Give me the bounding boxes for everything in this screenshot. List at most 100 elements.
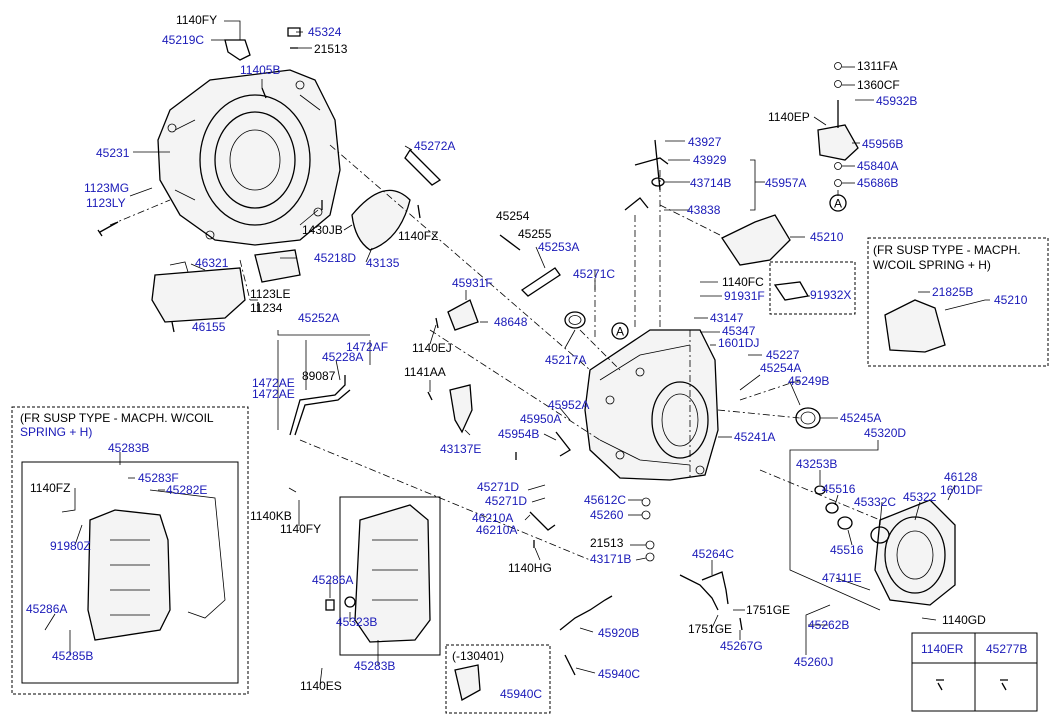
- cover-43135-drawing: [351, 189, 411, 251]
- part-label-1140fc: 1140FC: [722, 275, 764, 289]
- pipe-45252a-drawing: [289, 375, 346, 436]
- part-label-45283b: 45283B: [354, 659, 395, 673]
- legend-table: [911, 632, 1038, 712]
- part-label-46155: 46155: [192, 320, 226, 334]
- part-label-45260: 45260: [590, 508, 624, 522]
- clamp-91932x-box: [769, 261, 856, 315]
- plate-43137e-drawing: [449, 384, 473, 434]
- part-label-11405b: 11405B: [240, 63, 280, 77]
- bracket-45210-alt-drawing: [884, 299, 946, 353]
- part-label-45940c: 45940C: [598, 667, 640, 681]
- part-label-45254a: 45254A: [760, 361, 801, 375]
- fr-susp-right-note-line1: (FR SUSP TYPE - MACPH.: [873, 243, 1021, 257]
- part-label-45210: 45210: [994, 293, 1028, 307]
- seal-45217a-drawing: [564, 311, 586, 329]
- part-label-45347: 45347: [722, 324, 756, 338]
- part-label-46210a: 46210A: [476, 523, 517, 537]
- washer-43714b-drawing: [651, 177, 665, 187]
- bracket-45218d-drawing: [254, 249, 301, 283]
- plug-45260-drawing: [641, 510, 651, 520]
- part-label-45260j: 45260J: [794, 655, 833, 669]
- part-label-1140ej: 1140EJ: [412, 341, 452, 355]
- fr-susp-left-note-line2: SPRING + H): [20, 425, 92, 439]
- part-label-45952a: 45952A: [548, 398, 589, 412]
- part-label-45252a: 45252A: [298, 311, 339, 325]
- part-label-45332c: 45332C: [854, 495, 896, 509]
- part-label-1140kb: 1140KB: [250, 509, 292, 523]
- part-label-45282e: 45282E: [166, 483, 207, 497]
- bolt-1140er-drawing: [936, 679, 944, 691]
- lever-45954b-drawing: [555, 431, 571, 457]
- part-label-1430jb: 1430JB: [302, 223, 343, 237]
- part-label-47111e: 47111E: [822, 571, 862, 585]
- bracket-45931f-drawing: [447, 299, 479, 331]
- part-label-1123ly: 1123LY: [86, 196, 126, 210]
- part-label-45286a: 45286A: [26, 602, 67, 616]
- part-label-11234: 11234: [250, 301, 283, 315]
- fr-susp-right-box: [867, 237, 1049, 367]
- part-label-45323b: 45323B: [336, 615, 377, 629]
- part-label-45271d: 45271D: [485, 494, 527, 508]
- seal-45245a-inner: [800, 411, 816, 425]
- part-label-1751ge: 1751GE: [688, 622, 732, 636]
- part-label-46210a: 46210A: [472, 511, 513, 525]
- part-label-45271d: 45271D: [477, 480, 519, 494]
- part-label-45249b: 45249B: [788, 374, 829, 388]
- part-label-45954b: 45954B: [498, 427, 539, 441]
- part-label-45932b: 45932B: [876, 94, 917, 108]
- part-label-45264c: 45264C: [692, 547, 734, 561]
- part-label-91980z: 91980Z: [50, 539, 91, 553]
- plug-43171b-drawing: [645, 552, 655, 562]
- part-label-21825b: 21825B: [932, 285, 973, 299]
- part-label-89087: 89087: [302, 369, 336, 383]
- bolt-45277b-drawing: [1000, 679, 1008, 691]
- pipe-45252a-outline: [294, 389, 351, 436]
- washer-21513-drawing: [645, 540, 655, 550]
- part-label-45283b: 45283B: [108, 441, 149, 455]
- callout-a-case: A: [616, 325, 624, 339]
- part-label-91931f: 91931F: [724, 289, 765, 303]
- oil-pan-left-inner-box: [21, 461, 239, 684]
- part-label-1140fy: 1140FY: [280, 522, 321, 536]
- seal-45217a-inner: [568, 315, 582, 325]
- part-label-1140fy: 1140FY: [176, 13, 217, 27]
- converter-housing-drawing: [157, 69, 341, 246]
- part-label-45272a: 45272A: [414, 139, 455, 153]
- lever-43929-drawing: [634, 157, 669, 166]
- part-label-45231: 45231: [96, 146, 130, 160]
- part-label-21513: 21513: [314, 42, 348, 56]
- lever-43838-drawing: [624, 197, 649, 211]
- part-label-45245a: 45245A: [840, 411, 881, 425]
- harness-45920b-drawing: [559, 595, 613, 631]
- part-label-45516: 45516: [830, 543, 864, 557]
- fr-susp-left-box: [11, 406, 249, 695]
- part-label-45271c: 45271C: [573, 267, 615, 281]
- part-label-45931f: 45931F: [452, 276, 493, 290]
- part-label-1601df: 1601DF: [940, 483, 983, 497]
- part-label-45940c: 45940C: [500, 687, 542, 701]
- bracket-46210a-drawing: [529, 511, 556, 531]
- part-label-48648: 48648: [494, 315, 528, 329]
- part-label-1140gd: 1140GD: [942, 613, 986, 627]
- seal-45686b-drawing: [834, 179, 842, 187]
- part-label-1472ae: 1472AE: [252, 387, 295, 401]
- part-label-45516: 45516: [822, 482, 856, 496]
- plate-45272a-drawing: [404, 148, 442, 186]
- part-label-45956b: 45956B: [862, 137, 903, 151]
- pipe-45264c-branch: [701, 571, 729, 605]
- part-label-45262b: 45262B: [808, 618, 849, 632]
- part-label-43171b: 43171B: [590, 552, 631, 566]
- plug-45612c-drawing: [641, 497, 651, 507]
- part-label-45219c: 45219C: [162, 33, 204, 47]
- pin-45254-drawing: [499, 234, 521, 251]
- part-label-43135: 43135: [366, 256, 400, 270]
- part-label-21513: 21513: [590, 536, 624, 550]
- part-label-1141aa: 1141AA: [404, 365, 446, 379]
- sensor-45940c-drawing: [564, 654, 576, 676]
- part-label-43253b: 43253B: [796, 457, 837, 471]
- bracket-45210-drawing: [721, 214, 791, 266]
- nut-1311fa-drawing: [834, 62, 842, 70]
- seal-45840a-drawing: [834, 162, 842, 170]
